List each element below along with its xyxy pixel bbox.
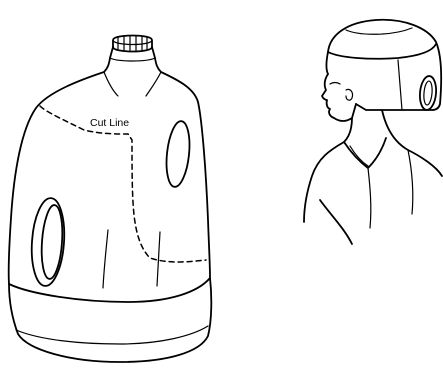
cut-line-label: Cut Line — [90, 117, 129, 129]
jug-right-hole — [164, 120, 193, 188]
milk-jug: Cut Line — [9, 36, 212, 363]
jug-base — [9, 278, 211, 362]
person-with-helmet — [304, 20, 442, 244]
jug-body-outline — [9, 72, 210, 284]
jug-helmet — [327, 20, 442, 111]
person-face — [322, 74, 356, 121]
jug-left-hole — [29, 197, 67, 287]
jug-cap — [113, 36, 152, 52]
